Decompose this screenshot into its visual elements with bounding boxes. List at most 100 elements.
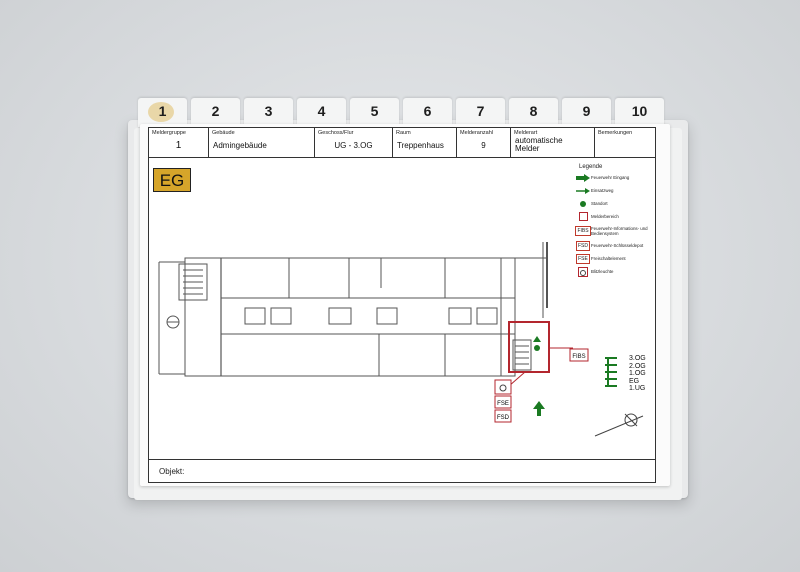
- tab-4[interactable]: 4: [297, 98, 346, 128]
- tab-label: 7: [476, 103, 485, 119]
- footer: Objekt:: [149, 459, 655, 482]
- stairwell: [512, 339, 532, 371]
- tab-9[interactable]: 9: [562, 98, 611, 128]
- tab-7[interactable]: 7: [456, 98, 505, 128]
- building-outline: [184, 257, 516, 377]
- fibs-label: FIBS: [572, 354, 585, 360]
- tab-2[interactable]: 2: [191, 98, 240, 128]
- tab-label: 10: [631, 103, 648, 119]
- detector-area-box: [508, 321, 550, 373]
- legend-text: Feuerwehr-Informations- und Bediensystem: [591, 226, 648, 236]
- tab-5[interactable]: 5: [350, 98, 399, 128]
- header-cell-melderanzahl: Melderanzahl 9: [457, 128, 511, 157]
- furniture: [244, 307, 266, 325]
- header-label: Melderart: [514, 130, 538, 136]
- entrance-arrow-icon: [576, 173, 590, 182]
- header-label: Meldergruppe: [152, 130, 186, 136]
- entrance-arrow-icon: [533, 401, 545, 416]
- header-cell-gebaeude: Gebäude Admingebäude: [209, 128, 315, 157]
- fibs-box: [569, 348, 589, 362]
- furniture: [270, 307, 292, 325]
- tab-label: 3: [264, 103, 273, 119]
- floor-level: 1.UG: [629, 385, 646, 392]
- furniture: [328, 307, 352, 325]
- header-cell-bemerkungen: Bemerkungen: [595, 128, 655, 157]
- header-label: Gebäude: [212, 130, 235, 136]
- tab-8[interactable]: 8: [509, 98, 558, 128]
- floor-badge: EG: [153, 168, 191, 192]
- legend-item: FSE Freischaltelement: [575, 253, 659, 264]
- header-value: automatische Melder: [515, 136, 563, 153]
- legend-item: FSD Feuerwehr-Schlüsseldepot: [575, 240, 659, 251]
- floor-levels: 3.OG 2.OG 1.OG EG 1.UG: [629, 355, 646, 393]
- floor-level: 3.OG: [629, 355, 646, 362]
- floor-level-arrows: [605, 357, 617, 387]
- header-cell-raum: Raum Treppenhaus: [393, 128, 457, 157]
- tab-3[interactable]: 3: [244, 98, 293, 128]
- tab-label: 4: [317, 103, 326, 119]
- legend-title: Legende: [579, 164, 603, 170]
- header-table: Meldergruppe 1 Gebäude Admingebäude Gesc…: [149, 128, 655, 158]
- header-value: Treppenhaus: [397, 141, 444, 150]
- tab-6[interactable]: 6: [403, 98, 452, 128]
- header-label: Bemerkungen: [598, 130, 633, 136]
- legend: Legende Feuerwehr Eingang Einsatzweg Sta…: [575, 164, 659, 279]
- header-label: Raum: [396, 130, 411, 136]
- fse-box: [494, 395, 512, 409]
- legend-text: Feuerwehr Eingang: [591, 175, 630, 180]
- header-cell-meldergruppe: Meldergruppe 1: [149, 128, 209, 157]
- header-value: 9: [481, 141, 486, 150]
- legend-text: Blitzleuchte: [591, 269, 614, 274]
- floor-level: 1.OG: [629, 370, 646, 377]
- flash-light-icon: [578, 266, 588, 277]
- floor-level: EG: [629, 377, 640, 385]
- object-label: Objekt:: [159, 467, 185, 476]
- legend-text: Einsatzweg: [591, 188, 614, 193]
- fse-box-icon: FSE: [576, 253, 590, 264]
- compass-icon: [594, 413, 644, 437]
- fsd-label: FSD: [497, 415, 510, 421]
- fsd-box: [494, 409, 512, 423]
- tab-label: 2: [211, 103, 220, 119]
- header-value: 1: [175, 140, 182, 151]
- tab-label: 6: [423, 103, 432, 119]
- tab-label: 9: [582, 103, 591, 119]
- route-arrow-icon: [576, 187, 590, 194]
- left-stair: [178, 263, 208, 301]
- legend-text: Melderbereich: [591, 214, 619, 219]
- tab-10[interactable]: 10: [615, 98, 664, 128]
- document-frame: Meldergruppe 1 Gebäude Admingebäude Gesc…: [148, 127, 656, 483]
- legend-item: FIBS Feuerwehr-Informations- und Bediens…: [575, 224, 659, 238]
- legend-item: Feuerwehr Eingang: [575, 172, 659, 183]
- legend-text: Freischaltelement: [591, 256, 626, 261]
- fse-label: FSE: [497, 401, 509, 407]
- header-value: Admingebäude: [213, 141, 267, 150]
- tab-label: 8: [529, 103, 538, 119]
- header-cell-melderart: Melderart automatische Melder: [511, 128, 595, 157]
- fsd-box-icon: FSD: [576, 240, 590, 251]
- header-label: Melderanzahl: [460, 130, 494, 136]
- floor-plan: FIBS FSE FSD: [158, 242, 644, 437]
- furniture: [448, 307, 472, 325]
- legend-item: Blitzleuchte: [575, 266, 659, 277]
- sticky-note-icon: [148, 102, 174, 122]
- flash-light-box: [494, 379, 512, 395]
- route-arrow-icon: [533, 336, 541, 342]
- location-dot-icon: [580, 200, 586, 207]
- floor-level: 2.OG: [629, 362, 646, 370]
- fibs-box-icon: FIBS: [575, 226, 591, 236]
- tab-label: 1: [158, 103, 167, 119]
- area-box-icon: [578, 212, 588, 221]
- flash-light-icon: [499, 384, 507, 392]
- header-cell-geschoss: Geschoss/Flur UG - 3.OG: [315, 128, 393, 157]
- furniture: [376, 307, 398, 325]
- legend-text: Standort: [591, 201, 608, 206]
- legend-text: Feuerwehr-Schlüsseldepot: [591, 243, 644, 248]
- legend-item: Melderbereich: [575, 211, 659, 222]
- location-dot-icon: [534, 345, 540, 351]
- furniture: [476, 307, 498, 325]
- tab-label: 5: [370, 103, 379, 119]
- legend-item: Einsatzweg: [575, 185, 659, 196]
- header-label: Geschoss/Flur: [318, 130, 354, 136]
- tab-1[interactable]: 1: [138, 98, 187, 128]
